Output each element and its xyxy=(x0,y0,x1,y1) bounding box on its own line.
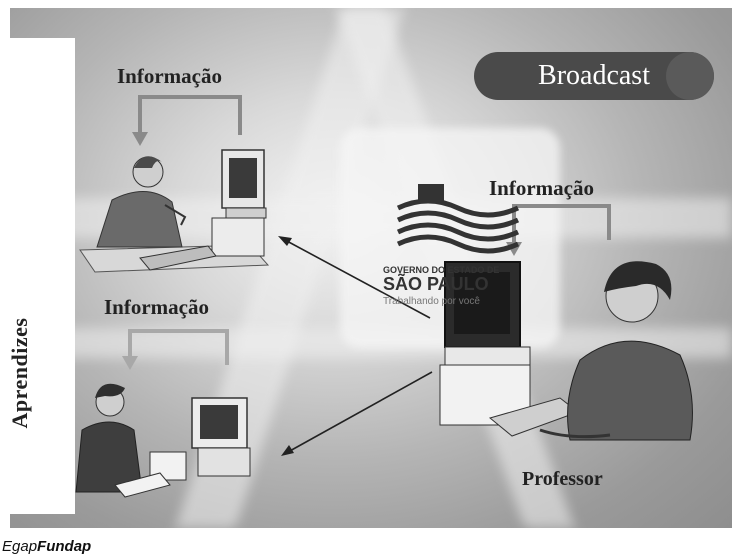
broadcast-arrow-to-bottom-learner xyxy=(281,371,433,456)
broadcast-title: Broadcast xyxy=(538,60,650,91)
professor-workstation xyxy=(439,261,693,441)
learner-top-workstation xyxy=(79,149,270,273)
logo-line-1: GOVERNO DO ESTADO DE xyxy=(383,265,500,275)
info-label-professor: Informação xyxy=(489,176,594,200)
broadcast-title-pill: Broadcast xyxy=(474,52,714,100)
info-loop-arrow-top xyxy=(132,95,242,146)
footer-brand-name: Fundap xyxy=(37,538,92,555)
footer-brand-prefix: Egap xyxy=(2,538,38,555)
logo-line-3: Trabalhando por você xyxy=(383,296,480,307)
info-label-bottom: Informação xyxy=(104,295,209,319)
broadcast-arrow-to-top-learner xyxy=(278,236,431,319)
professor-label: Professor xyxy=(522,468,603,490)
sao-paulo-flag-emblem xyxy=(396,184,520,254)
learner-bottom-workstation xyxy=(75,383,251,498)
governo-sp-logo: GOVERNO DO ESTADO DE SÃO PAULO Trabalhan… xyxy=(379,180,519,307)
sidebar-panel: Aprendizes xyxy=(0,38,75,514)
info-label-top: Informação xyxy=(117,64,222,88)
logo-line-2: SÃO PAULO xyxy=(383,274,489,294)
info-loop-arrow-professor xyxy=(506,204,611,256)
footer-logo: EgapFundap xyxy=(2,538,91,555)
info-loop-arrow-bottom xyxy=(122,329,229,370)
